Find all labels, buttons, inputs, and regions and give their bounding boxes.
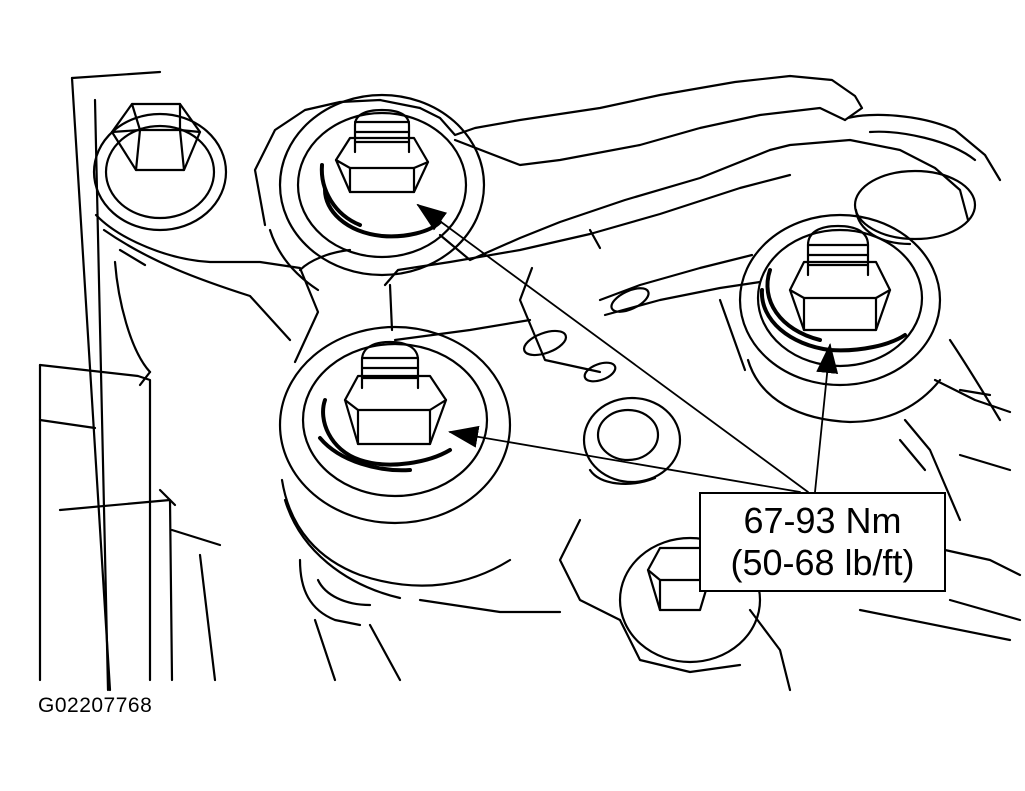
left-housing	[38, 70, 177, 692]
torque-spec-callout: 67-93 Nm (50-68 lb/ft)	[699, 492, 946, 592]
center-recess	[582, 396, 682, 485]
lower-left-bolt	[170, 325, 562, 682]
torque-arrows	[416, 203, 839, 493]
upper-right-hole	[853, 169, 977, 246]
figure-id-label: G02207768	[38, 694, 153, 717]
upper-center-bolt	[278, 93, 486, 277]
upper-left-bolt	[92, 102, 228, 232]
torque-nm-label: 67-93 Nm	[743, 500, 902, 541]
right-bolt	[718, 213, 942, 424]
bracket-body	[94, 74, 1022, 692]
torque-lbft-label: (50-68 lb/ft)	[730, 542, 915, 583]
